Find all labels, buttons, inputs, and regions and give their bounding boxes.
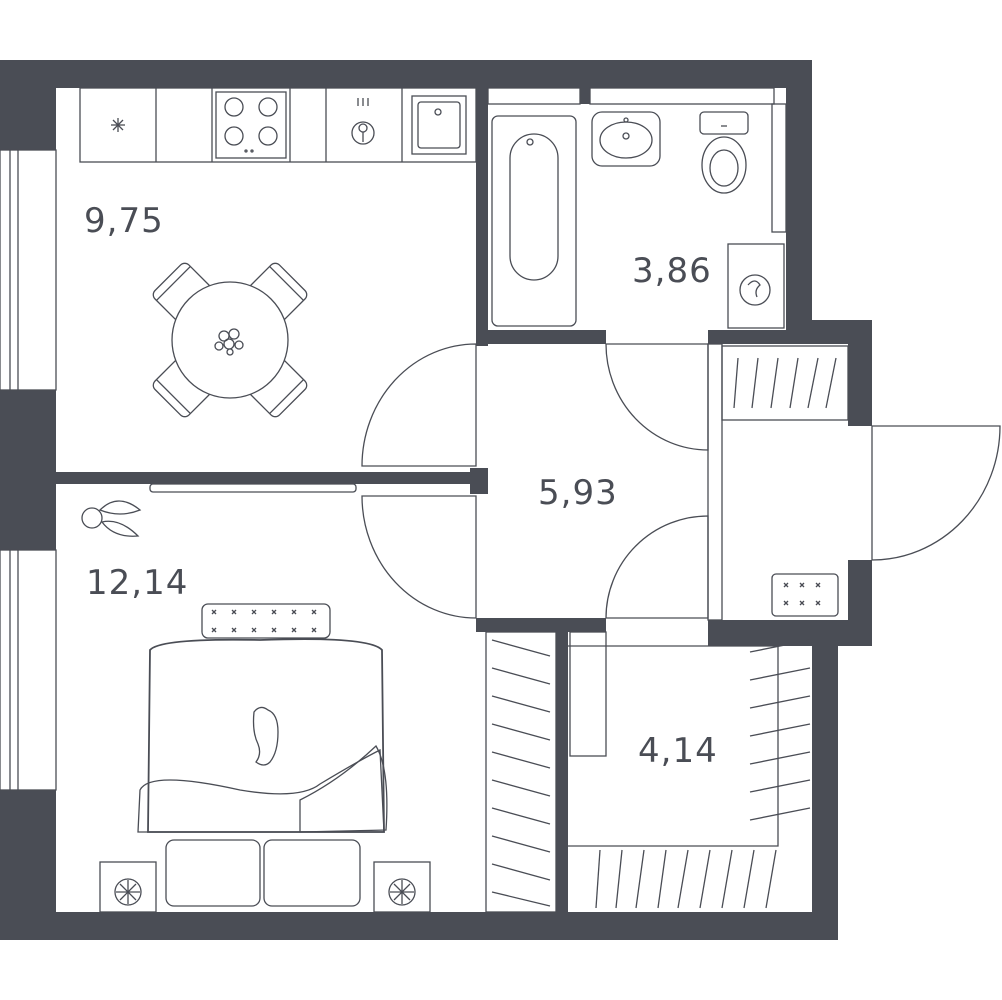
wall-closet-left — [708, 330, 798, 344]
washing-machine — [727, 243, 785, 329]
wall-bedroom-right — [476, 618, 486, 632]
wall-bath-left — [476, 88, 488, 346]
area-bathroom: 3,86 — [632, 251, 712, 291]
door-kitchen — [361, 343, 477, 467]
wall-left-top — [0, 60, 56, 150]
bed-pillow-top — [201, 603, 331, 639]
plant-icon — [81, 500, 142, 537]
window-bath-top-2 — [589, 87, 775, 105]
door-bathroom — [605, 343, 709, 451]
wall-bedroom-top — [56, 472, 476, 484]
wall-left-mid — [0, 390, 56, 550]
area-bedroom: 12,14 — [86, 563, 188, 603]
door-bedroom — [361, 495, 477, 619]
faucet-icon — [351, 98, 375, 145]
window-kitchen — [0, 149, 57, 391]
dining-set — [152, 262, 308, 418]
flower-vase-icon — [214, 328, 244, 356]
stove-icon — [215, 91, 287, 159]
wall-partition-stub — [470, 468, 488, 494]
shoe-bench — [771, 573, 839, 617]
wall-right-upper — [786, 60, 812, 340]
bed — [137, 638, 388, 907]
door-entrance — [871, 425, 1001, 561]
wall-bottom — [0, 912, 838, 940]
windows — [0, 87, 775, 791]
walk-in-wardrobe-shelves — [568, 631, 811, 909]
nightstand-left — [99, 861, 157, 913]
window-bedroom — [0, 549, 57, 791]
wall-bed-right-top — [476, 618, 606, 632]
washbasin — [591, 111, 661, 167]
kitchen-counter — [79, 87, 477, 163]
area-hallway: 5,93 — [538, 473, 618, 513]
door-wardrobe — [605, 515, 709, 619]
wall-right-lower-step — [708, 620, 872, 646]
wall-right-lower — [812, 620, 838, 940]
area-wardrobe: 4,14 — [638, 731, 718, 771]
window-bath-top — [487, 87, 581, 105]
walls — [0, 60, 872, 940]
wall-right-jamb-top — [848, 320, 872, 426]
wall-top — [0, 60, 812, 88]
toilet — [699, 111, 749, 194]
bedroom-wardrobe — [485, 631, 557, 913]
hall-wall-inner — [707, 343, 723, 621]
bathtub — [491, 115, 577, 327]
area-kitchen: 9,75 — [84, 201, 164, 241]
dining-table — [171, 281, 289, 399]
cat-icon — [252, 706, 279, 766]
wall-wardrobe-left — [556, 630, 568, 920]
tv-panel — [149, 483, 357, 493]
wall-bath-bottom — [476, 330, 606, 344]
doors — [361, 343, 1001, 619]
wall-bath-top-stub — [580, 88, 590, 104]
sink-icon — [411, 95, 467, 155]
bath-partition — [771, 103, 787, 233]
snowflake-icon — [111, 118, 125, 132]
hall-wardrobe-top — [721, 345, 849, 421]
nightstand-right — [373, 861, 431, 913]
